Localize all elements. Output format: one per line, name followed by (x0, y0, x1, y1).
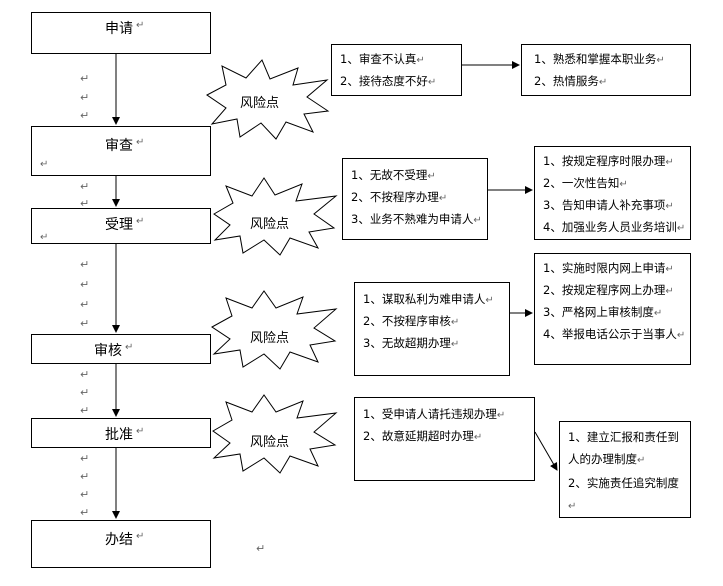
risk-item: 3、业务不熟难为申请人↵ (351, 212, 482, 226)
stage-shenhe-box: 审核 ↵ (31, 334, 211, 364)
paragraph-mark: ↵ (136, 531, 145, 542)
paragraph-mark: ↵ (136, 216, 145, 227)
paragraph-mark: ↵ (136, 137, 145, 148)
paragraph-mark: ↵ (80, 197, 90, 210)
risk-item: 1、无故不受理↵ (351, 168, 436, 182)
risk-burst-3 (211, 290, 338, 370)
measure-item: 3、告知申请人补充事项↵ (543, 198, 674, 212)
measure-item: 1、熟悉和掌握本职业务↵ (534, 52, 665, 66)
stage-shenhe-label: 审核 (94, 343, 122, 359)
paragraph-mark: ↵ (80, 368, 90, 381)
risk-item: 2、不按程序办理↵ (351, 190, 448, 204)
measure-item: 1、按规定程序时限办理↵ (543, 154, 674, 168)
paragraph-mark: ↵ (80, 72, 90, 85)
paragraph-mark: ↵ (136, 426, 145, 437)
paragraph-mark: ↵ (80, 386, 90, 399)
risk-box-shencha: 1、审查不认真↵ 2、接待态度不好↵ (331, 44, 462, 96)
stage-shencha-label: 审查 (105, 138, 133, 154)
risk-point-label: 风险点 (250, 331, 290, 346)
paragraph-mark: ↵ (80, 278, 90, 291)
stage-banjie-label: 办结 (105, 532, 133, 548)
paragraph-mark: ↵ (136, 20, 145, 31)
stage-shouli-label: 受理 (105, 217, 133, 233)
paragraph-mark: ↵ (40, 159, 49, 170)
measure-item: 1、实施时限内网上申请↵ (543, 261, 674, 275)
risk-point-label: 风险点 (240, 96, 280, 111)
risk-box-shouli: 1、无故不受理↵ 2、不按程序办理↵ 3、业务不熟难为申请人↵ (342, 158, 488, 240)
stage-pizhun-label: 批准 (105, 427, 133, 443)
stage-shencha-box: 审查 ↵ ↵ (31, 126, 211, 176)
measure-arrow-4 (534, 431, 558, 471)
measure-box-4: 1、建立汇报和责任到人的办理制度↵ 2、实施责任追究制度↵ (559, 421, 691, 518)
measure-item: 1、建立汇报和责任到人的办理制度↵ (568, 430, 679, 466)
risk-item: 1、谋取私利为难申请人↵ (363, 292, 494, 306)
paragraph-mark: ↵ (80, 258, 90, 271)
paragraph-mark: ↵ (80, 470, 90, 483)
paragraph-mark: ↵ (256, 542, 266, 555)
measure-box-2: 1、按规定程序时限办理↵ 2、一次性告知↵ 3、告知申请人补充事项↵ 4、加强业… (534, 146, 691, 240)
paragraph-mark: ↵ (125, 342, 134, 353)
risk-point-label: 风险点 (250, 217, 290, 232)
measure-item: 4、加强业务人员业务培训↵ (543, 220, 686, 234)
paragraph-mark: ↵ (80, 404, 90, 417)
paragraph-mark: ↵ (80, 91, 90, 104)
paragraph-mark: ↵ (80, 109, 90, 122)
stage-shouli-box: 受理 ↵ ↵ (31, 208, 211, 244)
risk-item: 1、审查不认真↵ (340, 52, 425, 66)
measure-item: 2、一次性告知↵ (543, 176, 628, 190)
paragraph-mark: ↵ (80, 317, 90, 330)
risk-item: 3、无故超期办理↵ (363, 336, 460, 350)
measure-item: 4、举报电话公示于当事人↵ (543, 327, 686, 341)
measure-box-1: 1、熟悉和掌握本职业务↵ 2、热情服务↵ (521, 44, 691, 96)
stage-banjie-box: 办结 ↵ (31, 520, 211, 568)
measure-item: 2、按规定程序网上办理↵ (543, 283, 674, 297)
risk-item: 2、故意延期超时办理↵ (363, 429, 483, 443)
risk-item: 2、接待态度不好↵ (340, 74, 437, 88)
stage-shenqing-box: 申请 ↵ (31, 12, 211, 54)
risk-box-shenhe: 1、谋取私利为难申请人↵ 2、不按程序审核↵ 3、无故超期办理↵ (354, 282, 510, 376)
paragraph-mark: ↵ (80, 488, 90, 501)
paragraph-mark: ↵ (40, 232, 49, 243)
risk-box-pizhun: 1、受申请人请托违规办理↵ 2、故意延期超时办理↵ (354, 397, 535, 481)
risk-burst-2 (213, 177, 338, 256)
measure-item: 3、严格网上审核制度↵ (543, 305, 663, 319)
stage-shenqing-label: 申请 (105, 21, 133, 37)
measure-box-3: 1、实施时限内网上申请↵ 2、按规定程序网上办理↵ 3、严格网上审核制度↵ 4、… (534, 253, 691, 365)
paragraph-mark: ↵ (80, 180, 90, 193)
risk-burst-1 (206, 59, 330, 140)
measure-item: 2、实施责任追究制度↵ (568, 476, 679, 512)
risk-burst-4 (212, 394, 338, 474)
paragraph-mark: ↵ (80, 452, 90, 465)
paragraph-mark: ↵ (80, 298, 90, 311)
risk-item: 2、不按程序审核↵ (363, 314, 460, 328)
measure-item: 2、热情服务↵ (534, 74, 608, 88)
paragraph-mark: ↵ (80, 506, 90, 519)
risk-point-label: 风险点 (250, 435, 290, 450)
stage-pizhun-box: 批准 ↵ (31, 418, 211, 448)
risk-item: 1、受申请人请托违规办理↵ (363, 407, 506, 421)
